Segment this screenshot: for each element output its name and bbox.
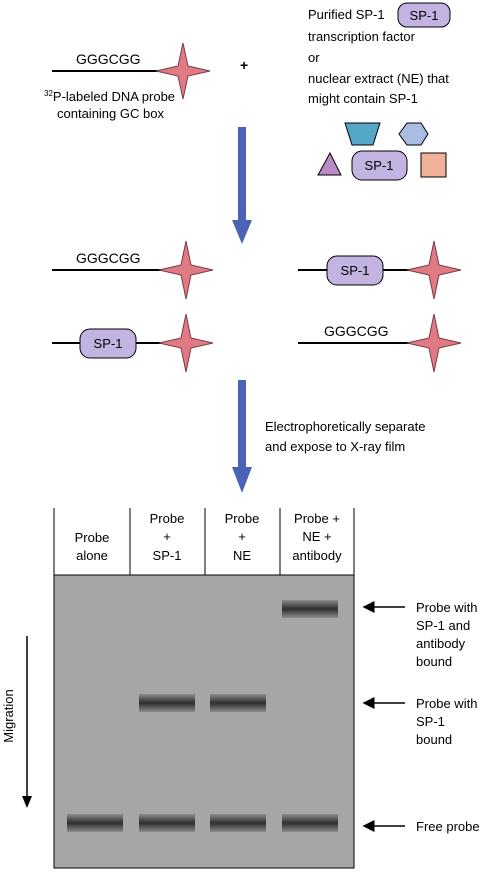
gel-band [210, 814, 266, 832]
migration-arrow-head-icon [22, 796, 32, 808]
sp1-protein-shape [79, 328, 137, 359]
lane4-label-line2: NE + [302, 529, 331, 544]
gel-band [139, 694, 195, 712]
band-label-line: SP-1 [416, 714, 445, 729]
band-label-line: Free probe [416, 819, 480, 834]
band-label-top: Probe with SP-1 and antibody bound [362, 600, 477, 669]
square-protein-icon [420, 152, 447, 178]
band-label-line: antibody [416, 636, 466, 651]
band-label-line: bound [416, 654, 452, 669]
radiolabel-star-icon [158, 240, 214, 300]
sp1-badge-shape [397, 2, 451, 28]
top-probe: GGGCGG 32P-labeled DNA probe containing … [44, 42, 211, 121]
factor-text-line5: might contain SP-1 [308, 91, 418, 106]
isotope-superscript: 32 [44, 89, 53, 98]
step-text-line2: and expose to X-ray film [265, 439, 405, 454]
sp1-badge-label: SP-1 [410, 8, 439, 23]
nuclear-extract-proteins: SP-1 [317, 122, 447, 181]
bound-probe-right: SP-1 [298, 240, 462, 300]
lane3-label-line1: Probe [225, 511, 260, 526]
factor-text-line3: or [308, 50, 320, 65]
gel-bands [67, 600, 338, 832]
blue-arrow-down-icon [232, 380, 252, 493]
free-probe-left: GGGCGG [52, 240, 214, 300]
free-probe-right: GGGCGG [298, 313, 462, 373]
radiolabel-star-icon [158, 313, 214, 373]
migration-label: Migration [1, 689, 16, 742]
triangle-protein-icon [317, 151, 342, 176]
probe-sequence: GGGCGG [76, 250, 141, 266]
band-label-line: Probe with [416, 696, 477, 711]
plus-sign: + [240, 57, 248, 73]
band-label-middle: Probe with SP-1 bound [362, 696, 477, 747]
gel-band [282, 600, 338, 618]
radiolabel-star-icon [406, 240, 462, 300]
sp1-protein-label: SP-1 [341, 263, 370, 278]
radiolabel-star-icon [155, 42, 211, 100]
probe-caption-line1: 32P-labeled DNA probe [44, 89, 175, 104]
factor-text-line1: Purified SP-1 [308, 7, 385, 22]
sp1-protein-shape [351, 150, 408, 181]
band-label-line: SP-1 and [416, 618, 470, 633]
lane3-label-line2: + [238, 529, 246, 544]
lane4-label-line3: antibody [292, 548, 342, 563]
sp1-protein-label: SP-1 [365, 158, 394, 173]
gel-band [210, 694, 266, 712]
band-label-line: Probe with [416, 600, 477, 615]
step-text-line1: Electrophoretically separate [265, 419, 425, 434]
bound-probe-left: SP-1 [52, 313, 214, 373]
probe-sequence: GGGCGG [76, 51, 141, 67]
radiolabel-star-icon [406, 313, 462, 373]
hexagon-protein-icon [398, 122, 429, 146]
band-label-line: bound [416, 732, 452, 747]
gel-band [282, 814, 338, 832]
gel-band [67, 814, 123, 832]
sp1-protein-label: SP-1 [94, 336, 123, 351]
band-label-bottom: Free probe [362, 819, 480, 834]
probe-sequence: GGGCGG [324, 323, 389, 339]
factor-text-line4: nuclear extract (NE) that [308, 71, 449, 86]
lane4-label-line1: Probe + [294, 511, 340, 526]
probe-caption-line2: containing GC box [57, 106, 164, 121]
probe-caption-rest: P-labeled DNA probe [53, 89, 175, 104]
lane2-label-line1: Probe [150, 511, 185, 526]
lane3-label-line3: NE [233, 548, 251, 563]
lane1-label-line2: alone [76, 548, 108, 563]
blue-arrow-down-icon [232, 127, 252, 244]
factor-description: Purified SP-1 SP-1 transcription factor … [308, 2, 451, 106]
sp1-protein-shape [326, 255, 384, 286]
lane2-label-line2: + [163, 529, 171, 544]
gel-band [139, 814, 195, 832]
lane2-label-line3: SP-1 [153, 548, 182, 563]
trapezoid-protein-icon [344, 122, 381, 146]
gel-header: Probe alone Probe + SP-1 Probe + NE Prob… [53, 508, 355, 575]
migration-indicator: Migration [1, 636, 32, 808]
lane1-label-line1: Probe [75, 530, 110, 545]
factor-text-line2: transcription factor [308, 29, 416, 44]
